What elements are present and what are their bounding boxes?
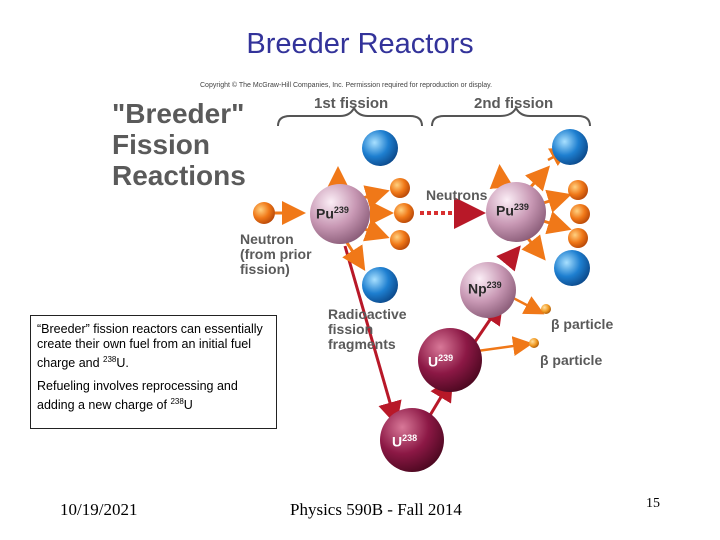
copyright-notice: Copyright © The McGraw-Hill Companies, I… [200, 82, 493, 89]
neutron-from-prior-fission-label: Neutron (from prior fission) [240, 232, 312, 277]
neutron [390, 230, 410, 250]
neutron [570, 204, 590, 224]
first-fission-label: 1st fission [314, 95, 389, 112]
second-fission-brace [431, 105, 591, 127]
diagram-title: "Breeder" Fission Reactions [112, 98, 246, 191]
second-fission-label: 2nd fission [474, 95, 554, 112]
fission-fragment [554, 250, 590, 286]
diagram-title-line: Fission [112, 129, 211, 160]
footer-course: Physics 590B - Fall 2014 [290, 500, 462, 519]
diagram-title-line: "Breeder" [112, 98, 245, 129]
diagram-title-line: Reactions [112, 160, 246, 191]
explanation-paragraph: “Breeder” fission reactors can essential… [37, 322, 263, 371]
beta-particle [541, 304, 551, 314]
label-line: Radioactive [328, 306, 407, 322]
footer-date: 10/19/2021 [60, 500, 138, 519]
explanation-textbox: “Breeder” fission reactors can essential… [30, 315, 277, 429]
neutrons-label: Neutrons [426, 187, 488, 203]
decay-arrow [343, 245, 402, 426]
nucleus-label: U238 [392, 433, 418, 450]
beta-particle [529, 338, 539, 348]
fission-fragment [362, 130, 398, 166]
slide-title: Breeder Reactors [246, 28, 474, 60]
nucleus-label: Np239 [468, 280, 502, 297]
nucleus-label: U239 [428, 353, 454, 370]
page-number: 15 [646, 496, 660, 511]
nucleus-label: Pu239 [496, 202, 529, 219]
neptunium-239-nucleus [460, 262, 516, 318]
plutonium-239-nucleus [486, 182, 546, 242]
neutron [390, 178, 410, 198]
beta-particle-label: β particle [540, 352, 603, 368]
explanation-paragraph: Refueling involves reprocessing and addi… [37, 379, 238, 413]
first-fission-brace [277, 105, 423, 127]
uranium-238-nucleus [380, 408, 444, 472]
label-line: (from prior [240, 246, 312, 262]
neutron [568, 180, 588, 200]
neutron [568, 228, 588, 248]
label-line: fragments [328, 336, 396, 352]
beta-particle-label: β particle [551, 316, 614, 332]
neutron-arrow [521, 234, 546, 261]
nucleus-label: Pu239 [316, 205, 349, 222]
fission-fragment [552, 129, 588, 165]
neutron [394, 203, 414, 223]
label-line: fission [328, 321, 374, 337]
uranium-239-nucleus [418, 328, 482, 392]
label-line: Neutron [240, 231, 294, 247]
neutron [253, 202, 275, 224]
plutonium-239-nucleus [310, 184, 370, 244]
label-line: fission) [240, 261, 290, 277]
fission-fragment [362, 267, 398, 303]
radioactive-fragments-label: Radioactive fission fragments [328, 307, 407, 352]
decay-arrow [496, 245, 521, 272]
